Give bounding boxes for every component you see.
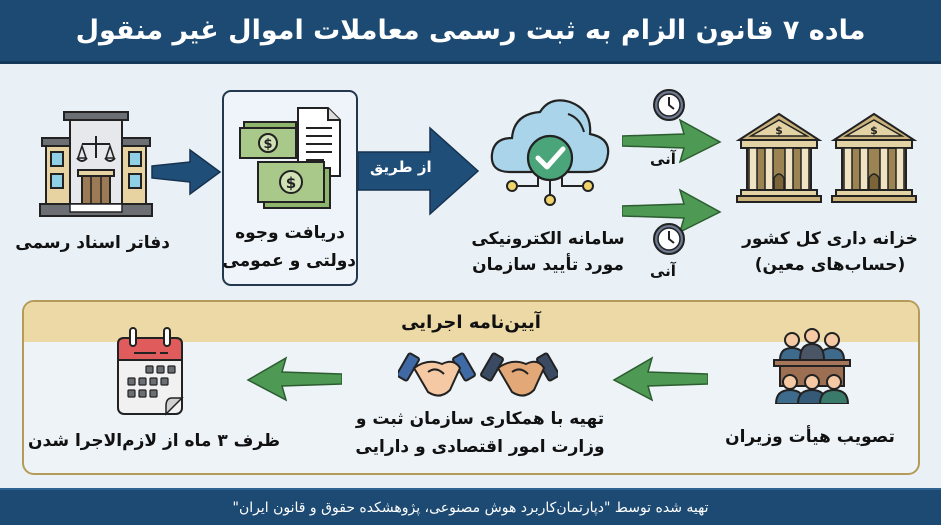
instant-label-top: آنی [650, 150, 676, 168]
funds-label-line1: دریافت وجوه [235, 223, 345, 243]
header-banner: ماده ۷ قانون الزام به ثبت رسمی معاملات ا… [0, 0, 941, 64]
svg-text:$: $ [775, 124, 783, 137]
clock-icon [653, 89, 685, 121]
courthouse-icon [39, 111, 153, 217]
footer-banner: تهیه شده توسط "دپارتمان‌کاربرد هوش مصنوع… [0, 488, 941, 525]
cabinet-meeting-icon [773, 328, 851, 404]
green-arrow-right-icon [622, 118, 722, 164]
treasury-label-line2: (حساب‌های معین) [754, 255, 906, 275]
system-label-line2: مورد تأیید سازمان [472, 255, 624, 275]
green-arrow-left-icon [612, 356, 708, 402]
funds-label-line2: دولتی و عمومی [222, 251, 356, 271]
executive-title: آیین‌نامه اجرایی [401, 311, 541, 333]
cooperation-label-line2: وزارت امور اقتصادی و دارایی [355, 437, 605, 457]
notary-offices-label: دفاتر اسناد رسمی [15, 233, 170, 253]
system-label-line1: سامانه الکترونیکی [471, 229, 625, 249]
arrow-right-icon [151, 148, 222, 196]
svg-text:$: $ [263, 137, 272, 152]
page-title: ماده ۷ قانون الزام به ثبت رسمی معاملات ا… [75, 15, 866, 46]
green-arrow-right-icon [622, 188, 722, 234]
cooperation-label-line1: تهیه با همکاری سازمان ثبت و [355, 409, 605, 429]
green-arrow-left-icon [246, 356, 342, 402]
credit-text: تهیه شده توسط "دپارتمان‌کاربرد هوش مصنوع… [232, 499, 709, 516]
instant-label-bottom: آنی [650, 262, 676, 280]
via-arrow-icon [358, 126, 480, 216]
executive-title-band: آیین‌نامه اجرایی [24, 302, 918, 342]
svg-text:$: $ [870, 124, 878, 137]
handshake-icon [398, 352, 558, 397]
clock-icon [653, 223, 685, 255]
bank-icon: $ [735, 112, 823, 203]
bank-icon: $ [830, 112, 918, 203]
deadline-label: ظرف ۳ ماه از لازم‌الاجرا شدن [28, 431, 280, 451]
svg-text:$: $ [286, 174, 296, 192]
cabinet-label: تصویب هیأت وزیران [725, 427, 895, 447]
cloud-check-icon [490, 99, 610, 206]
calendar-icon [117, 327, 184, 416]
treasury-label-line1: خزانه داری کل کشور [742, 229, 918, 249]
via-label: از طریق [370, 158, 432, 176]
public-funds-box: $ $ دریافت وجوه دولتی و عمومی [222, 90, 358, 286]
money-document-icon: $ $ [239, 107, 341, 209]
